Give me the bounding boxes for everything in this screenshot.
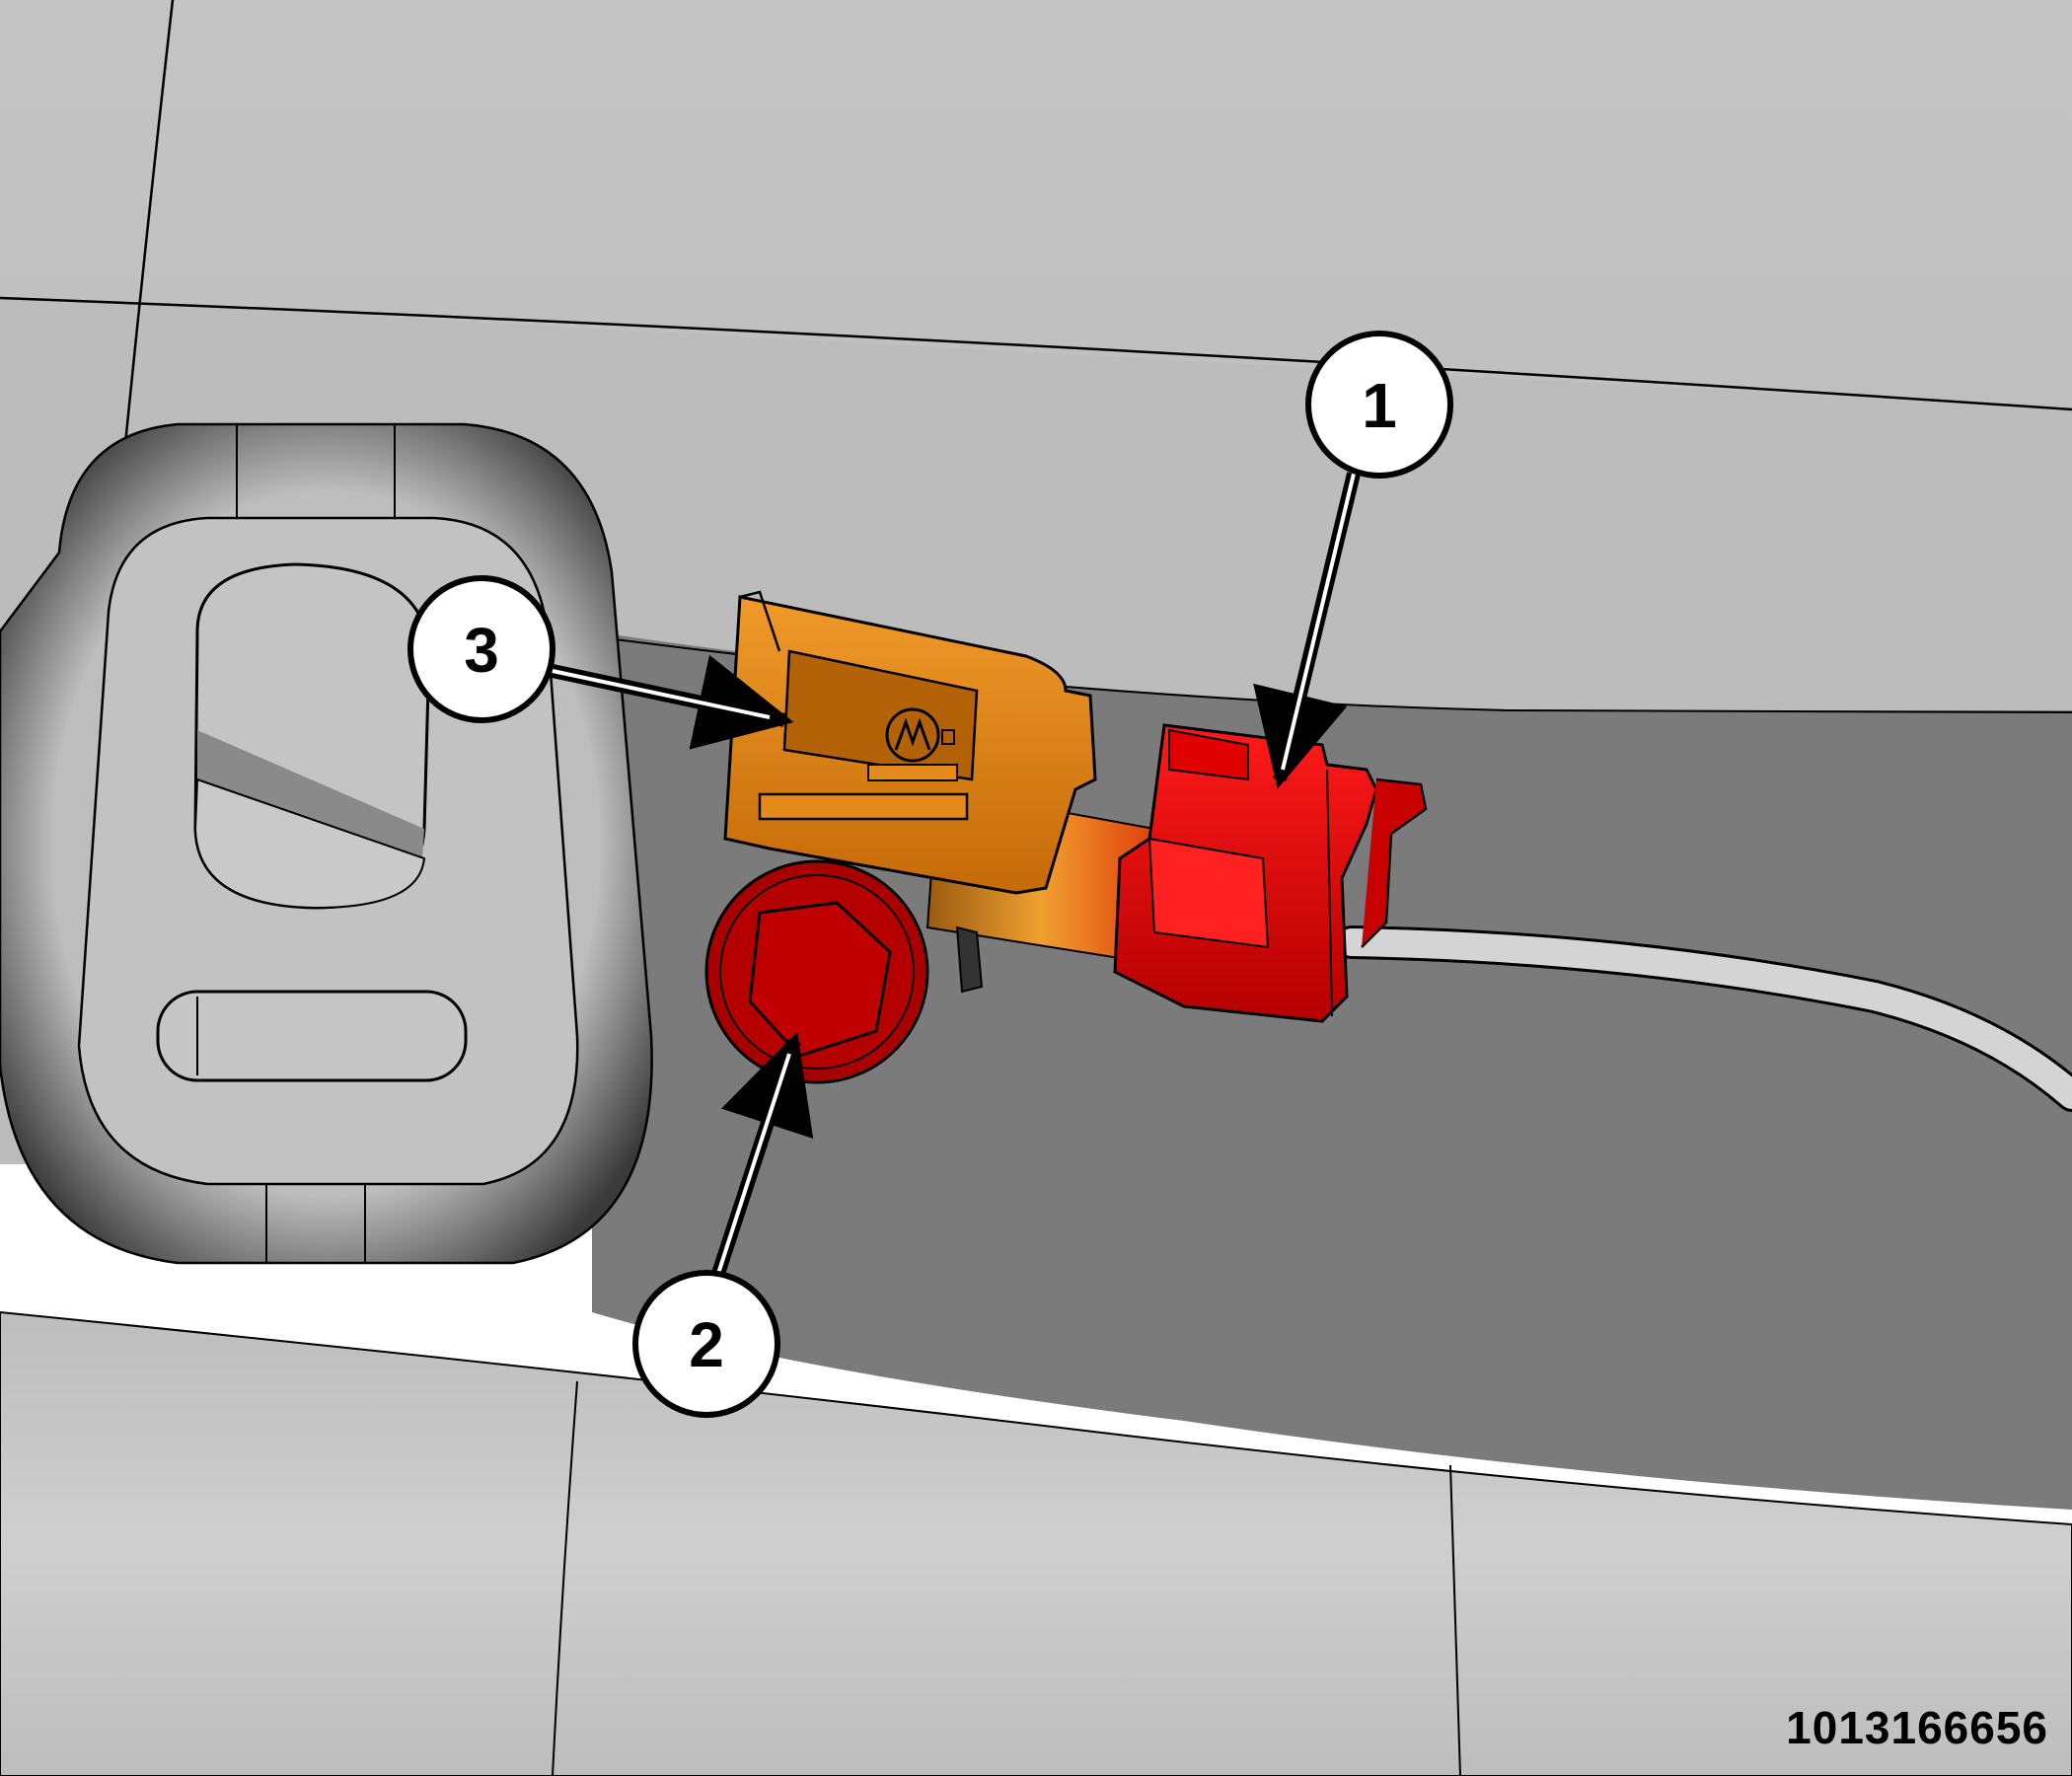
callout-arrow-2-core (713, 1053, 791, 1284)
bumper-seam-1 (552, 1380, 578, 1776)
tow-hook-opening-shade (193, 777, 426, 910)
callout-3: 3 (407, 575, 555, 723)
panel-edge-vertical (121, 0, 175, 465)
callout-2: 2 (632, 1270, 780, 1418)
red-connector (1113, 723, 1428, 1023)
callout-1: 1 (1305, 331, 1453, 479)
orange-sensor (723, 590, 1097, 895)
tow-hook-opening-shadow (197, 730, 424, 858)
tow-pocket-rim (236, 424, 396, 1263)
figure-id: 1013166656 (1786, 1702, 2048, 1753)
sensor-wire-fill (1338, 928, 2072, 1109)
callout-arrow-3-core (552, 669, 771, 719)
callout-2-label: 2 (689, 1309, 724, 1380)
callout-arrow-1-core (1281, 473, 1356, 771)
lower-bumper (0, 1310, 2072, 1776)
callout-3-label: 3 (464, 615, 499, 686)
tow-pocket-slot (156, 990, 468, 1082)
ground-bolt (704, 859, 984, 1084)
callout-1-label: 1 (1362, 370, 1397, 441)
panel-edge-top (0, 296, 2072, 411)
bumper-seam-2 (1449, 1464, 1461, 1776)
